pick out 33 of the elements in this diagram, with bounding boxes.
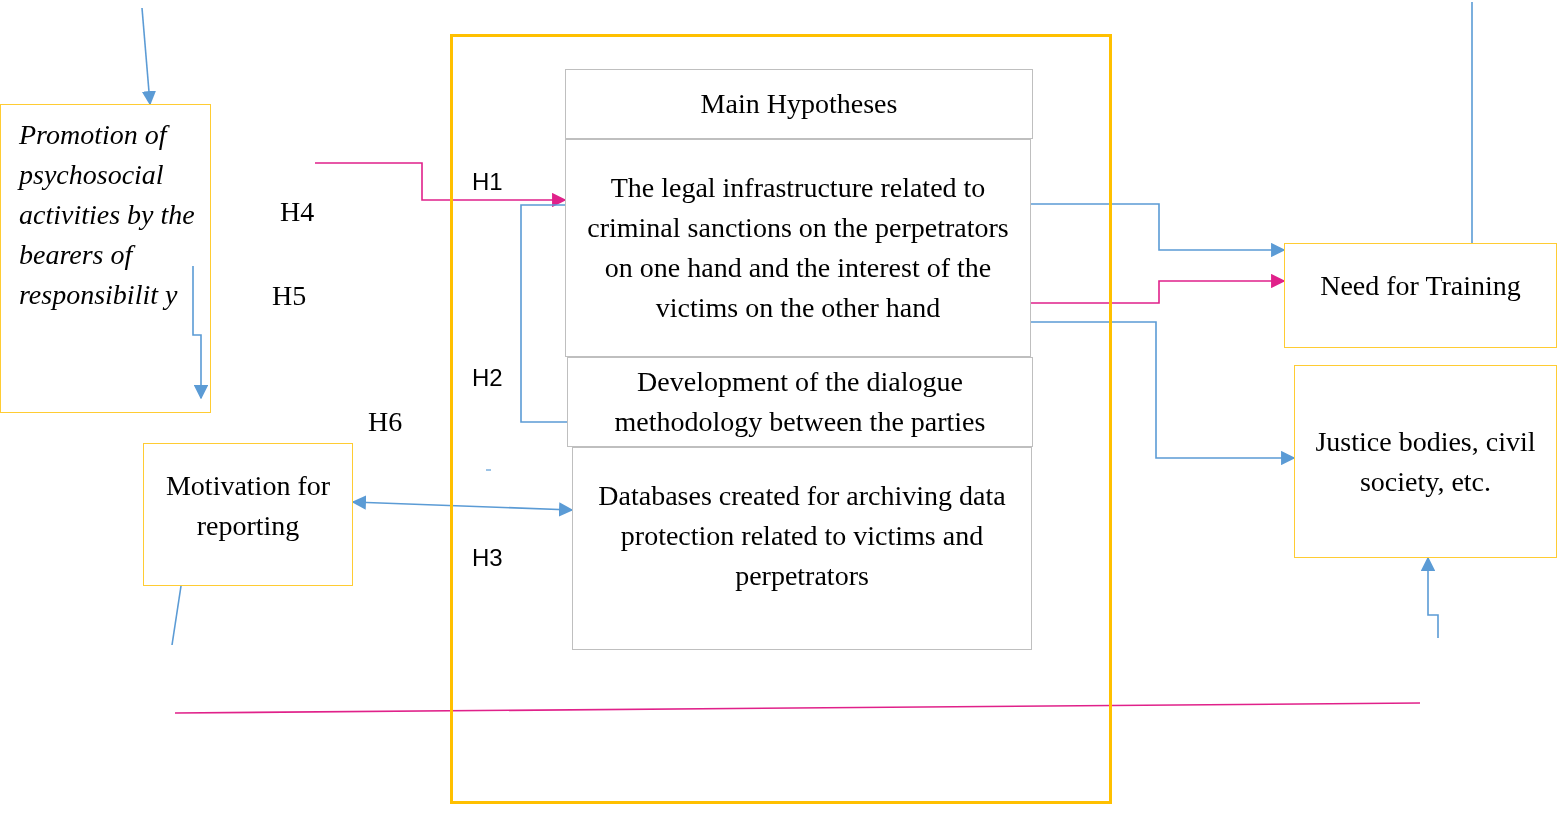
node-text: Development of the dialogue methodology between the parties: [613, 365, 987, 439]
hypothesis-label: H1: [472, 168, 503, 196]
arrow: [1030, 203, 1286, 258]
concept-box: [143, 443, 353, 586]
node-text: Justice bodies, civil society, etc.: [1314, 424, 1537, 499]
node-text: Need for Training: [1320, 269, 1521, 303]
hypothesis-label: H2: [472, 364, 503, 392]
node-text: The legal infrastructure related to criminal sanctions on the perpetrators on one hand and the interest of the victims on the other hand: [586, 171, 1010, 325]
connector-line: [1471, 1, 1473, 244]
arrow: [351, 495, 574, 517]
hypothesis-box: [572, 447, 1032, 650]
hypothesis-label: H5: [272, 280, 307, 312]
hypothesis-box: [567, 357, 1033, 447]
node-text: Databases created for archiving data protection related to victims and perpetrators: [597, 479, 1007, 593]
hypothesis-box: [565, 69, 1033, 139]
connector-line: [171, 585, 182, 646]
arrow: [314, 162, 567, 208]
arrow: [1420, 556, 1439, 639]
hypothesis-box: [565, 139, 1031, 357]
arrow: [141, 7, 157, 106]
node-text: Motivation for reporting: [164, 469, 332, 543]
hypothesis-label: H6: [368, 406, 403, 438]
concept-box: [0, 104, 211, 413]
node-text: Promotion of psychosocial activities by the bearers of responsibilit y: [19, 118, 196, 312]
connector-line: [520, 204, 568, 423]
arrow: [1030, 273, 1286, 304]
hypothesis-label: H3: [472, 544, 503, 572]
frame-box: [450, 34, 1112, 804]
node-text: Main Hypotheses: [700, 87, 898, 121]
concept-box: [1284, 243, 1557, 348]
arrow: [1030, 321, 1296, 466]
concept-box: [1294, 365, 1557, 558]
hypothesis-label: H4: [280, 196, 315, 228]
